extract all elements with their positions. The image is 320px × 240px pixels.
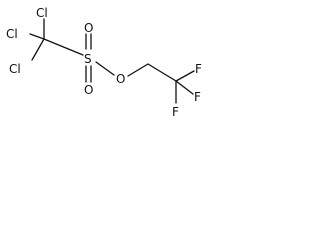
atom-cl3: Cl <box>9 62 21 76</box>
atom-o-ester: O <box>116 72 125 86</box>
bond-o-ch2 <box>127 63 149 77</box>
bond-c-f2 <box>175 80 194 95</box>
bond-c-cl2 <box>29 33 45 40</box>
atom-f-bottom: F <box>172 105 179 119</box>
bond-s-o-ester <box>95 61 115 76</box>
atom-f-right-upper: F <box>195 62 202 76</box>
bonds <box>29 18 195 104</box>
atom-cl2: Cl <box>6 27 18 41</box>
atom-f-right-lower: F <box>194 90 201 104</box>
atom-s: S <box>84 52 92 66</box>
chemical-structure-diagram: Cl Cl Cl S O O O F F F <box>6 6 202 119</box>
bond-c-s <box>43 38 84 56</box>
atom-labels: Cl Cl Cl S O O O F F F <box>6 6 202 119</box>
bond-c-f1 <box>175 70 195 82</box>
atom-o-lower: O <box>84 83 93 97</box>
bond-ch2-cf3 <box>147 63 177 82</box>
bond-c-cl3 <box>31 38 45 61</box>
atom-cl1: Cl <box>36 6 48 20</box>
atom-o-upper: O <box>84 21 93 35</box>
